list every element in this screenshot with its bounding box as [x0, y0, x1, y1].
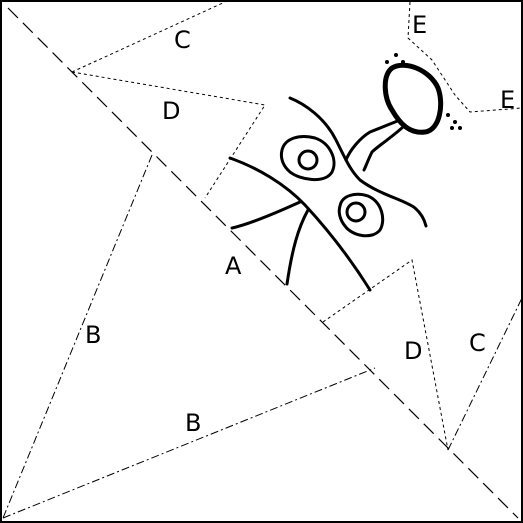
eye-right	[337, 192, 385, 238]
fold-line-c-top	[71, 1, 226, 73]
label-d-lower: D	[404, 337, 422, 365]
label-e-top: E	[412, 11, 427, 39]
forehead-curve	[288, 96, 428, 228]
nose-shape	[382, 62, 444, 135]
fold-line-e-top-right	[407, 1, 523, 113]
label-c-right: C	[469, 329, 486, 357]
speckle	[458, 126, 462, 130]
fold-line-d-lower	[322, 259, 449, 451]
label-e-right: E	[500, 86, 515, 114]
speckle	[385, 60, 389, 64]
snout-line-lower	[362, 124, 406, 172]
whisker-line	[230, 200, 302, 230]
jaw-curve	[228, 156, 372, 292]
speckle	[446, 113, 450, 117]
fold-line-c-right	[447, 297, 523, 451]
fold-line-b-left	[2, 154, 153, 519]
pupil-left	[297, 149, 319, 171]
eye-left	[279, 135, 336, 181]
pupil-right	[345, 201, 367, 223]
fold-line-b-bottom	[2, 367, 376, 519]
label-d-upper: D	[162, 97, 180, 125]
speckle	[394, 53, 398, 57]
label-a: A	[225, 252, 242, 280]
cheek-curve	[285, 208, 310, 286]
diagonal-fold-line	[7, 7, 519, 519]
speckle	[401, 60, 405, 64]
label-c-top: C	[174, 26, 191, 54]
label-b-left: B	[85, 321, 101, 349]
fold-line-d-upper	[71, 71, 266, 199]
label-b-bottom: B	[185, 409, 201, 437]
speckle	[450, 126, 454, 130]
snout-line-upper	[344, 118, 402, 162]
speckle	[453, 120, 457, 124]
